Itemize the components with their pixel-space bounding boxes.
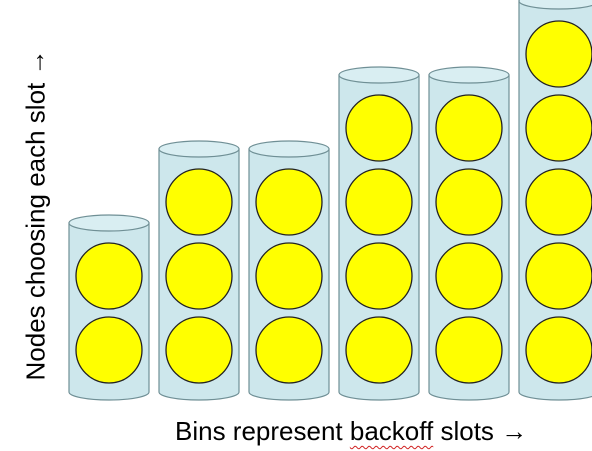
bin-5: [428, 66, 510, 401]
node-circle: [525, 20, 592, 88]
bin-rim: [158, 140, 240, 158]
node-circle: [435, 316, 503, 384]
node-circle: [435, 242, 503, 310]
y-axis-label: Nodes choosing each slot →: [20, 49, 51, 381]
bin-3: [248, 140, 330, 401]
node-circle: [255, 242, 323, 310]
bin-body: [338, 74, 420, 401]
node-circle: [75, 316, 143, 384]
bin-body: [428, 74, 510, 401]
node-circle: [75, 242, 143, 310]
bin-4: [338, 66, 420, 401]
bin-rim: [518, 0, 592, 10]
bin-1: [68, 214, 150, 401]
x-axis-label-part2: slots →: [433, 416, 528, 446]
node-circle: [345, 94, 413, 162]
x-axis-label: Bins represent backoff slots →: [175, 416, 527, 447]
node-circle: [525, 94, 592, 162]
node-circle: [435, 168, 503, 236]
bin-rim: [68, 214, 150, 232]
node-circle: [255, 316, 323, 384]
node-circle: [255, 168, 323, 236]
node-circle: [345, 168, 413, 236]
node-circle: [525, 316, 592, 384]
node-circle: [345, 242, 413, 310]
bin-rim: [428, 66, 510, 84]
node-circle: [525, 242, 592, 310]
bin-6: [518, 0, 592, 401]
x-axis-label-backoff-word: backoff: [349, 416, 434, 446]
x-axis-label-part1: Bins represent: [175, 416, 350, 446]
bin-2: [158, 140, 240, 401]
node-circle: [525, 168, 592, 236]
node-circle: [165, 168, 233, 236]
node-circle: [165, 316, 233, 384]
node-circle: [345, 316, 413, 384]
bin-rim: [248, 140, 330, 158]
bin-rim: [338, 66, 420, 84]
node-circle: [165, 242, 233, 310]
node-circle: [435, 94, 503, 162]
